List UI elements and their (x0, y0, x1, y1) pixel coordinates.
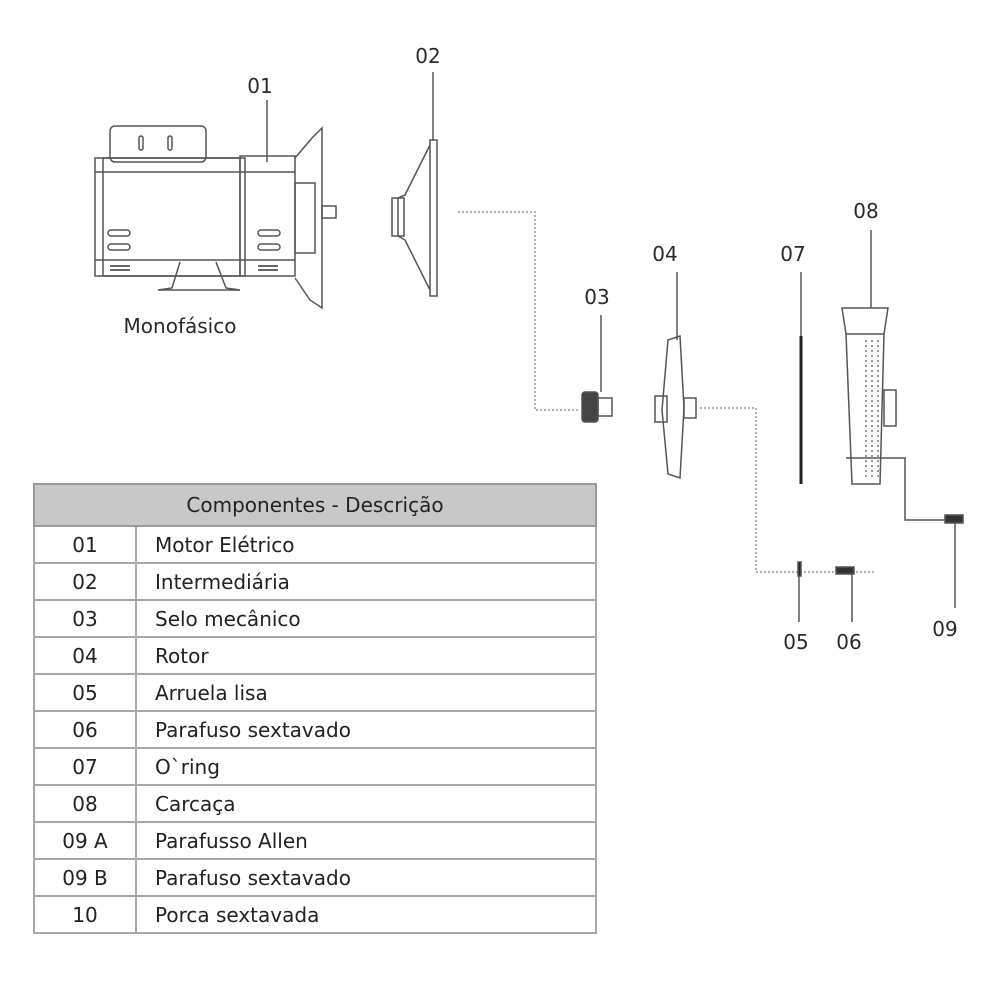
part-code: 10 (33, 895, 137, 934)
part-label-03: 03 (584, 285, 610, 309)
part-label-01: 01 (247, 74, 273, 98)
part-label-07: 07 (780, 242, 806, 266)
part-code: 05 (33, 673, 137, 712)
axis-line-2 (700, 407, 876, 573)
part-description: Porca sextavada (135, 895, 597, 934)
part-description: Arruela lisa (135, 673, 597, 712)
screw-part-09 (944, 514, 964, 524)
part-description: O`ring (135, 747, 597, 786)
part-description: Parafuso sextavado (135, 858, 597, 897)
part-code: 06 (33, 710, 137, 749)
part-code: 02 (33, 562, 137, 601)
part-description: Selo mecânico (135, 599, 597, 638)
part-label-06: 06 (836, 630, 862, 654)
table-header: Componentes - Descrição (33, 483, 597, 527)
part-description: Carcaça (135, 784, 597, 823)
mechanical-seal-part-03 (581, 391, 613, 423)
part-label-04: 04 (652, 242, 678, 266)
part-description: Rotor (135, 636, 597, 675)
motor-caption: Monofásico (123, 314, 237, 338)
intermediate-part-02 (391, 139, 438, 297)
part-code: 03 (33, 599, 137, 638)
part-code: 07 (33, 747, 137, 786)
axis-line (458, 211, 580, 411)
motor-part-01 (94, 125, 337, 310)
part-code: 09 A (33, 821, 137, 860)
part-label-09: 09 (932, 617, 958, 641)
part-label-05: 05 (783, 630, 809, 654)
casing-part-08 (841, 307, 897, 485)
screw-part-06 (835, 566, 855, 575)
part-description: Motor Elétrico (135, 525, 597, 564)
part-description: Parafusso Allen (135, 821, 597, 860)
rotor-part-04 (654, 334, 697, 480)
part-code: 09 B (33, 858, 137, 897)
leader-line-09a (846, 457, 945, 521)
washer-part-05 (797, 561, 802, 577)
part-description: Intermediária (135, 562, 597, 601)
part-description: Parafuso sextavado (135, 710, 597, 749)
part-label-08: 08 (853, 199, 879, 223)
part-code: 01 (33, 525, 137, 564)
part-code: 04 (33, 636, 137, 675)
part-label-02: 02 (415, 44, 441, 68)
part-code: 08 (33, 784, 137, 823)
